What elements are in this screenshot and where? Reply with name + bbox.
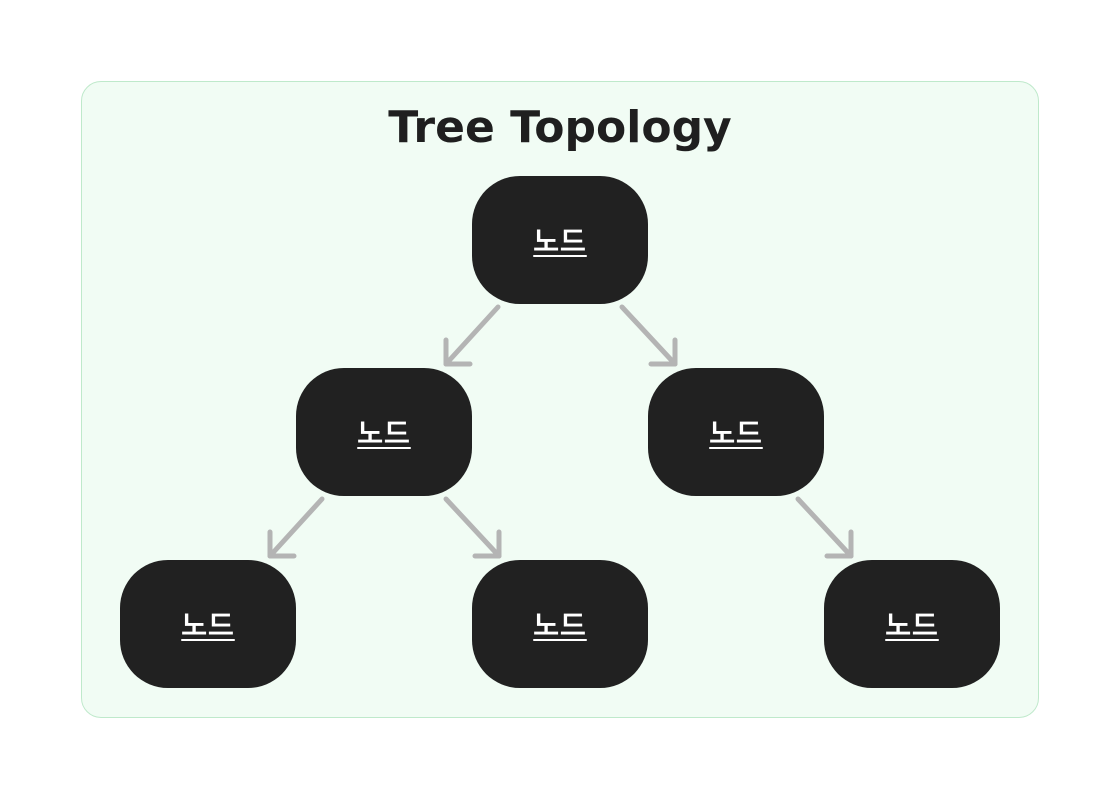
diagram-title: Tree Topology (388, 102, 732, 153)
node-label: 노드 (533, 225, 587, 258)
node-label: 노드 (709, 417, 763, 450)
node-label: 노드 (533, 609, 587, 642)
node-label: 노드 (181, 609, 235, 642)
edge-root-to-mid-right (619, 304, 678, 367)
edge-mid-left-to-leaf-2 (443, 496, 502, 559)
node-mid-left[interactable]: 노드 (296, 368, 472, 496)
node-leaf-1[interactable]: 노드 (120, 560, 296, 688)
node-leaf-2[interactable]: 노드 (472, 560, 648, 688)
edge-mid-right-to-leaf-3 (795, 496, 854, 559)
node-mid-right[interactable]: 노드 (648, 368, 824, 496)
node-label: 노드 (885, 609, 939, 642)
node-root[interactable]: 노드 (472, 176, 648, 304)
node-leaf-3[interactable]: 노드 (824, 560, 1000, 688)
edge-root-to-mid-left (443, 304, 501, 367)
node-label: 노드 (357, 417, 411, 450)
edge-mid-left-to-leaf-1 (267, 496, 325, 559)
